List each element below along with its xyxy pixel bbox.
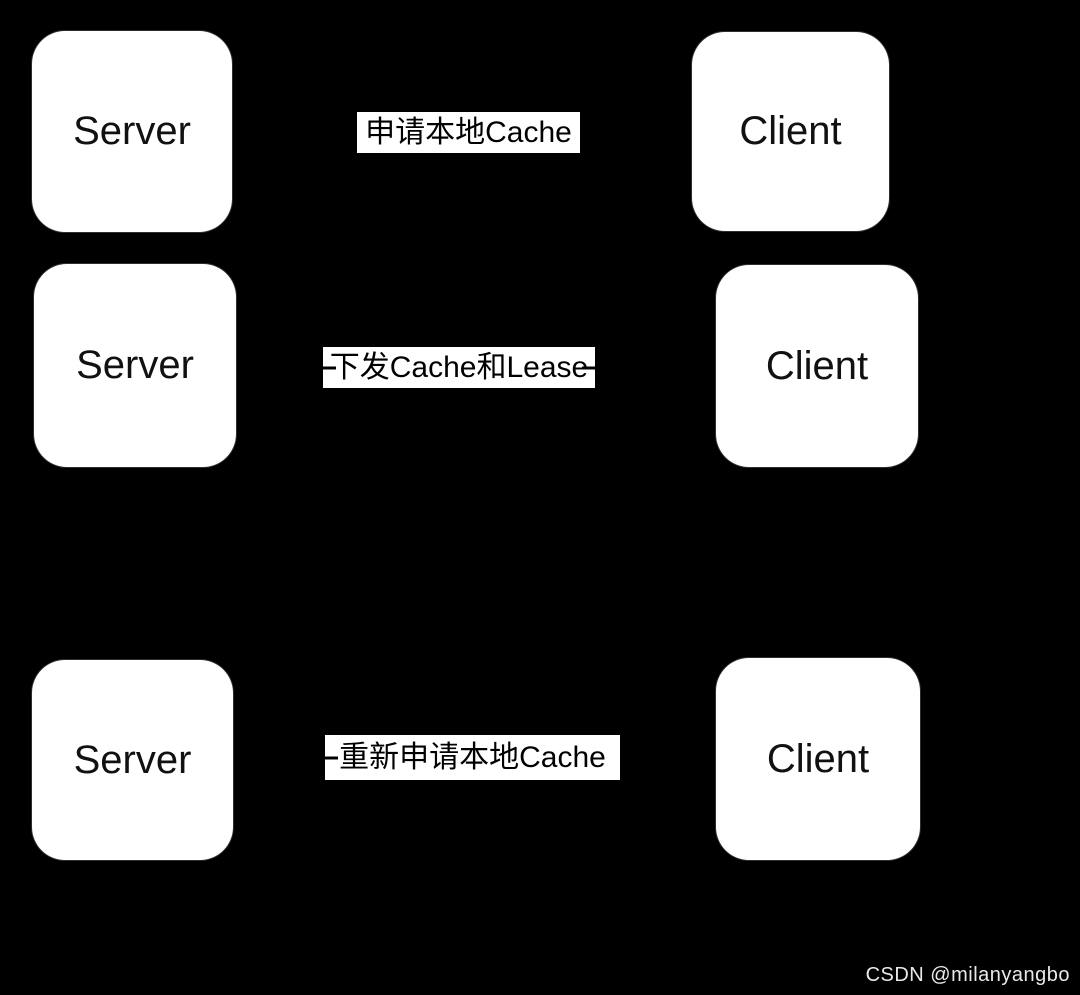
edge-label-reapply-cache: 重新申请本地Cache <box>325 735 620 780</box>
client-box-row1: Client <box>692 32 889 231</box>
client-box-row2: Client <box>716 265 918 467</box>
arrow-line-fragment-left <box>323 366 336 369</box>
edge-label-apply-cache: 申请本地Cache <box>357 112 580 153</box>
edge-label-grant-cache-lease-text: 下发Cache和Lease <box>329 350 589 384</box>
edge-label-apply-cache-text: 申请本地Cache <box>365 115 572 149</box>
server-box-row1-label: Server <box>73 109 191 153</box>
server-box-row3-label: Server <box>73 737 192 782</box>
edge-label-reapply-cache-text: 重新申请本地Cache <box>339 740 606 774</box>
server-box-row3: Server <box>32 660 233 860</box>
client-box-row3-label: Client <box>766 736 870 781</box>
watermark: CSDN @milanyangbo <box>865 964 1070 986</box>
client-box-row1-label: Client <box>739 109 842 153</box>
edge-label-grant-cache-lease: 下发Cache和Lease <box>323 347 595 388</box>
arrow-line-fragment-right <box>582 366 595 369</box>
server-box-row2-label: Server <box>76 343 194 387</box>
client-box-row3: Client <box>716 658 920 860</box>
arrow-line-fragment-left <box>325 756 338 759</box>
server-box-row1: Server <box>32 31 232 232</box>
server-box-row2: Server <box>34 264 236 467</box>
client-box-row2-label: Client <box>765 343 869 388</box>
